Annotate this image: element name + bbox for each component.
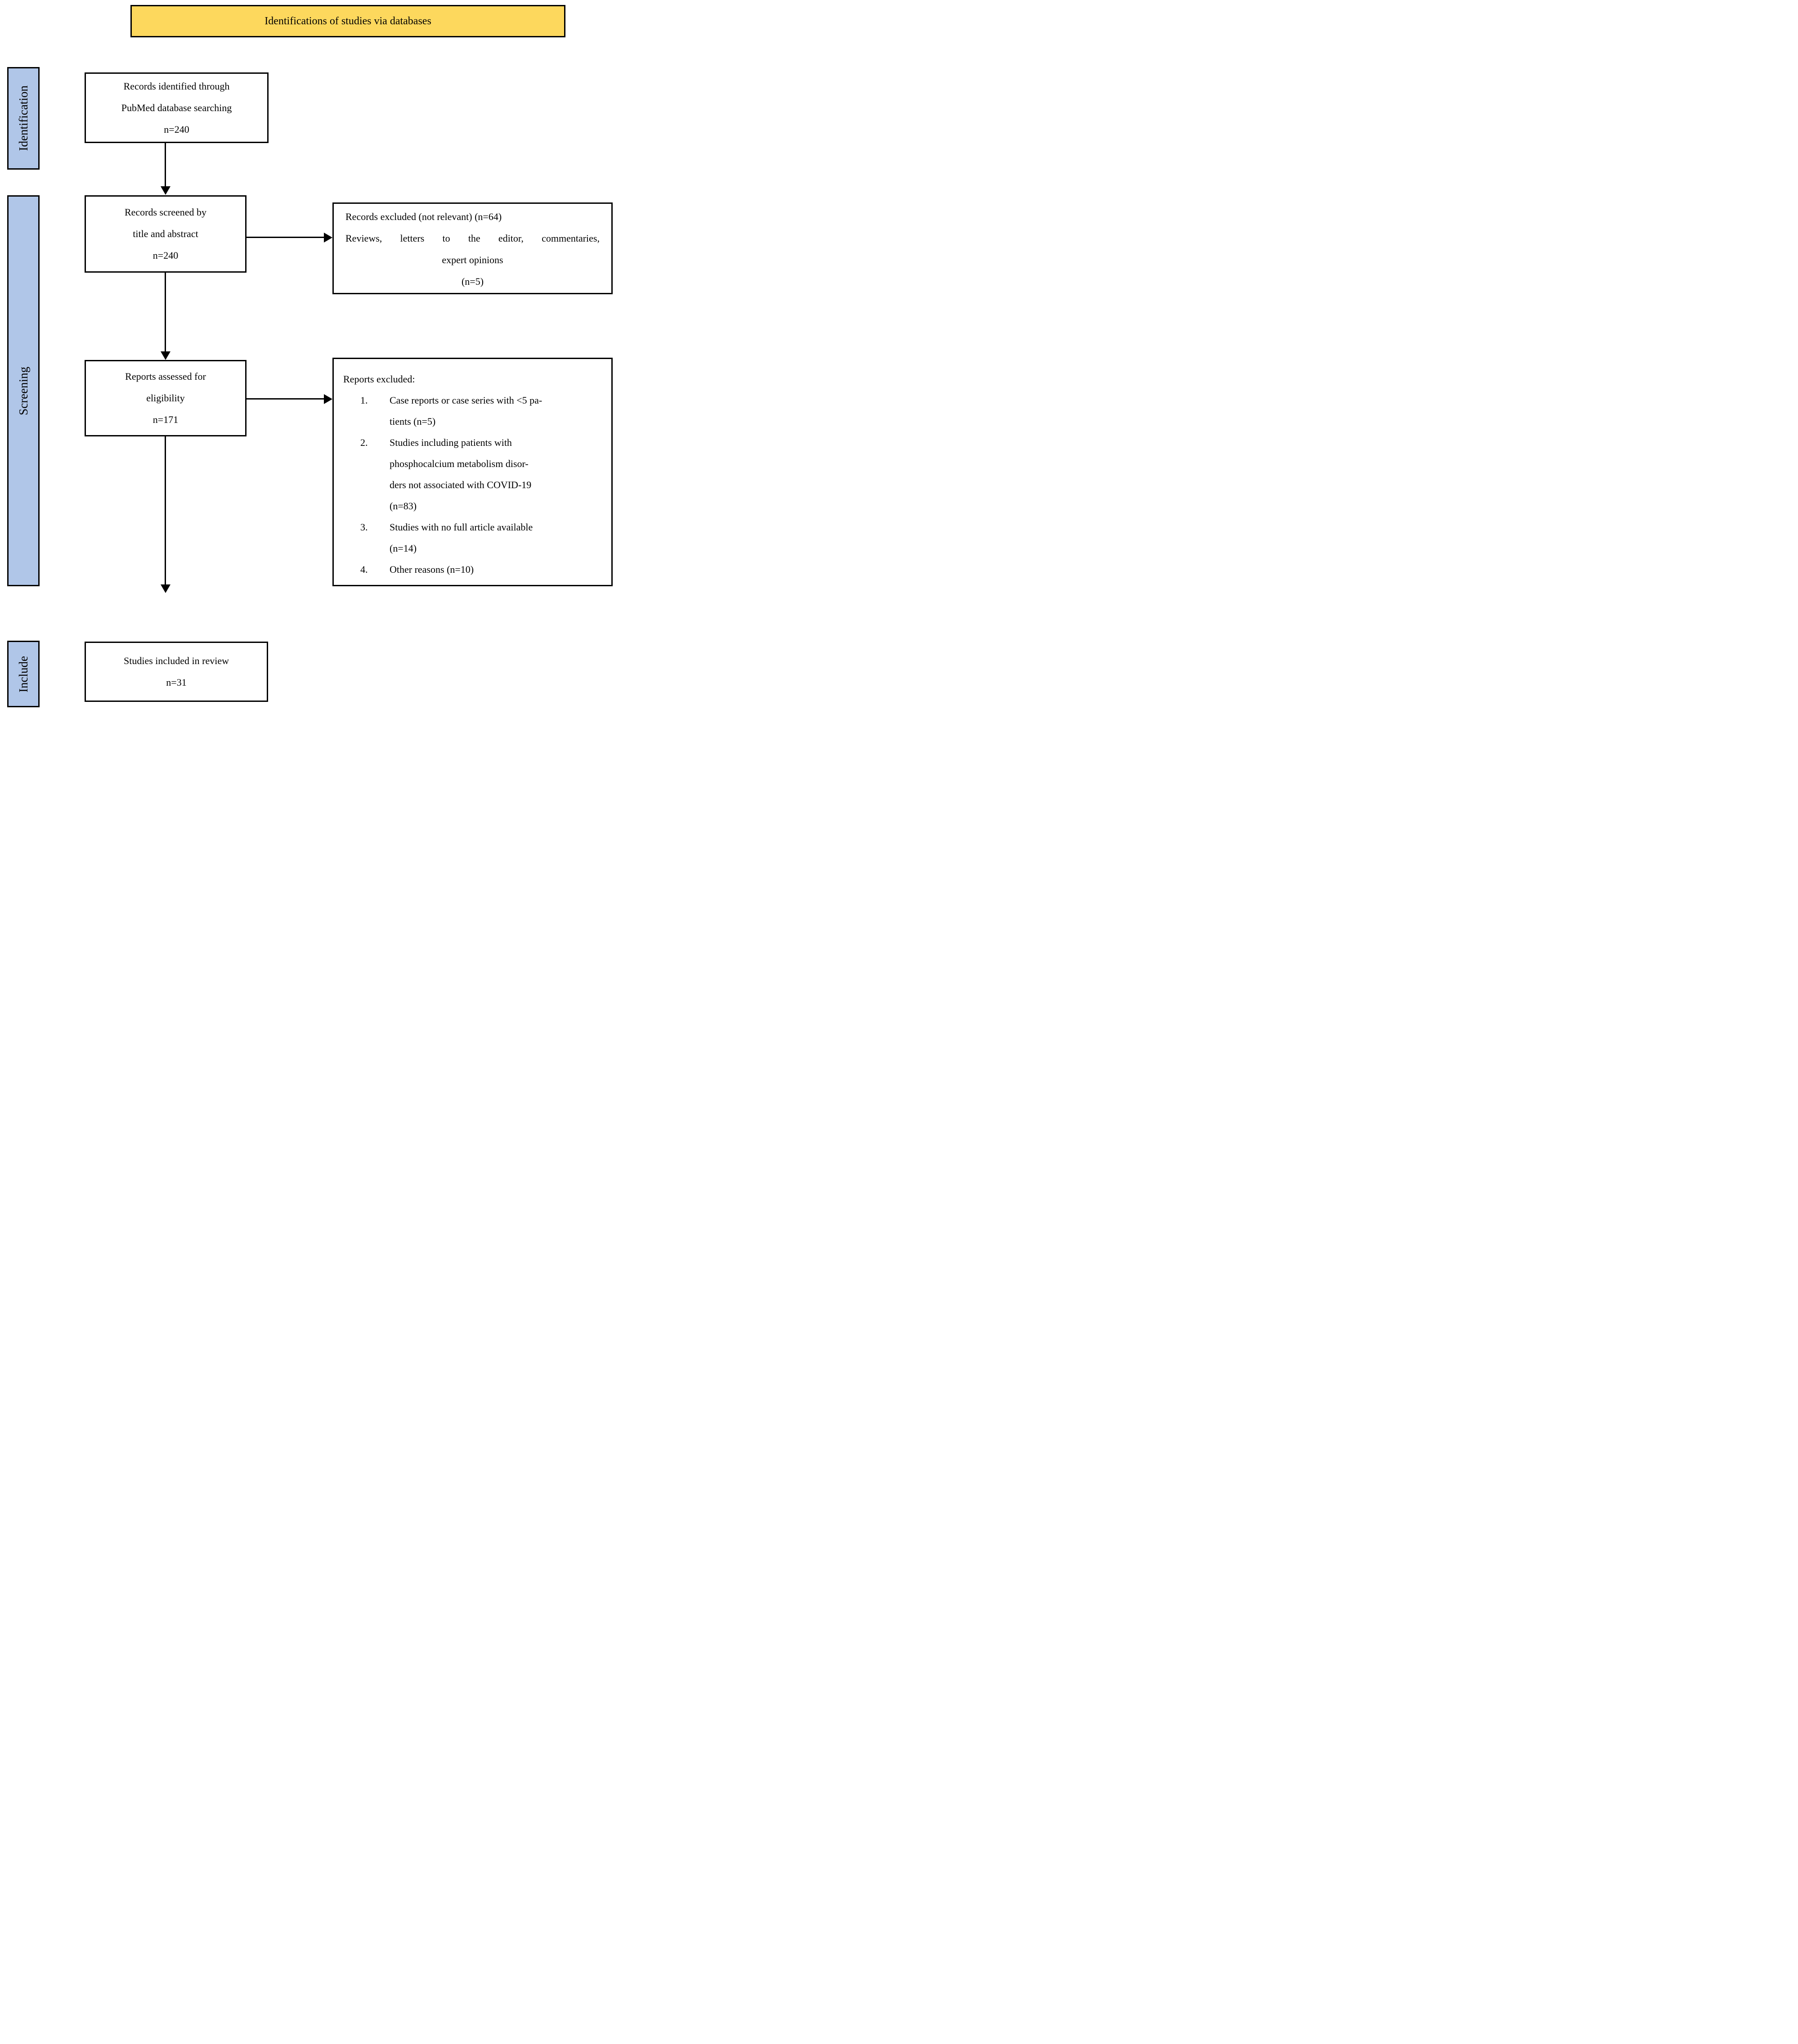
excluded-reason-text: Studies including patients with phosphoc… <box>390 432 611 517</box>
excluded-reason-item: 4. Other reasons (n=10) <box>334 559 611 580</box>
excluded-reason-item: 3. Studies with no full article availabl… <box>334 517 611 559</box>
stage-label-screening: Screening <box>16 366 30 415</box>
box-records-excluded-count: (n=5) <box>461 276 484 287</box>
excluded-reason-line: Studies including patients with <box>390 437 512 448</box>
title-banner: Identifications of studies via databases <box>130 5 565 37</box>
box-records-identified-count: n=240 <box>164 123 189 135</box>
excluded-reason-text: Other reasons (n=10) <box>390 559 611 580</box>
excluded-reason-line: Studies with no full article available <box>390 521 533 533</box>
excluded-reason-number: 4. <box>360 564 368 575</box>
box-records-excluded-line: Records excluded (not relevant) (n=64) <box>345 211 502 222</box>
excluded-reason-text: Case reports or case series with <5 pa- … <box>390 390 611 432</box>
box-reports-excluded-heading: Reports excluded: <box>343 373 415 385</box>
excluded-reason-item: 2. Studies including patients with phosp… <box>334 432 611 517</box>
box-reports-assessed-count: n=171 <box>152 414 179 425</box>
excluded-reason-item: 1. Case reports or case series with <5 p… <box>334 390 611 432</box>
box-records-excluded-line: expert opinions <box>442 254 503 265</box>
excluded-reason-line: tients (n=5) <box>390 416 436 427</box>
excluded-reason-number: 3. <box>360 521 368 533</box>
stage-label-identification: Identification <box>16 85 30 151</box>
box-reports-assessed-line: Reports assessed for <box>125 371 206 382</box>
arrow-screened-to-assessed-head <box>161 351 170 360</box>
excluded-reason-number: 1. <box>360 395 368 406</box>
box-records-screened-line: Records screened by <box>124 207 207 218</box>
diagram-title: Identifications of studies via databases <box>265 15 431 27</box>
stage-bar-screening: Screening <box>7 195 40 586</box>
box-records-screened: Records screened by title and abstract n… <box>85 195 247 273</box>
box-studies-included: Studies included in review n=31 <box>85 642 268 702</box>
box-reports-excluded: Reports excluded: 1. Case reports or cas… <box>332 358 613 586</box>
box-records-excluded: Records excluded (not relevant) (n=64) R… <box>332 202 613 294</box>
arrow-assessed-to-included-head <box>161 584 170 593</box>
arrow-assessed-to-excluded <box>247 398 324 400</box>
box-records-identified-line: Records identified through <box>123 80 230 92</box>
box-reports-assessed-line: eligibility <box>146 392 185 404</box>
box-studies-included-count: n=31 <box>166 677 187 688</box>
excluded-reason-line: (n=14) <box>390 543 417 554</box>
excluded-reason-number: 2. <box>360 437 368 448</box>
excluded-reason-line: (n=83) <box>390 500 417 512</box>
stage-bar-include: Include <box>7 641 40 707</box>
box-records-screened-count: n=240 <box>152 250 179 261</box>
arrow-assessed-to-excluded-head <box>324 394 332 404</box>
excluded-reason-text: Studies with no full article available (… <box>390 517 611 559</box>
box-studies-included-line: Studies included in review <box>123 655 229 666</box>
excluded-reason-line: phosphocalcium metabolism disor- <box>390 458 529 469</box>
box-records-excluded-line: Reviews, letters to the editor, commenta… <box>345 233 600 244</box>
stage-bar-identification: Identification <box>7 67 40 170</box>
box-records-identified: Records identified through PubMed databa… <box>85 72 269 143</box>
box-reports-assessed: Reports assessed for eligibility n=171 <box>85 360 247 436</box>
prisma-flow-diagram: Identifications of studies via databases… <box>0 0 629 715</box>
excluded-reason-line: Case reports or case series with <5 pa- <box>390 395 543 406</box>
stage-label-include: Include <box>16 656 30 692</box>
arrow-identified-to-screened <box>165 143 166 187</box>
arrow-screened-to-assessed <box>165 273 166 352</box>
box-records-identified-line: PubMed database searching <box>121 102 232 113</box>
arrow-assessed-to-included <box>165 436 166 585</box>
excluded-reason-line: ders not associated with COVID-19 <box>390 479 532 490</box>
box-records-screened-line: title and abstract <box>133 228 198 239</box>
arrow-screened-to-excluded-head <box>324 233 332 243</box>
arrow-screened-to-excluded <box>247 237 324 238</box>
excluded-reason-line: Other reasons (n=10) <box>390 564 474 575</box>
arrow-identified-to-screened-head <box>161 186 170 195</box>
